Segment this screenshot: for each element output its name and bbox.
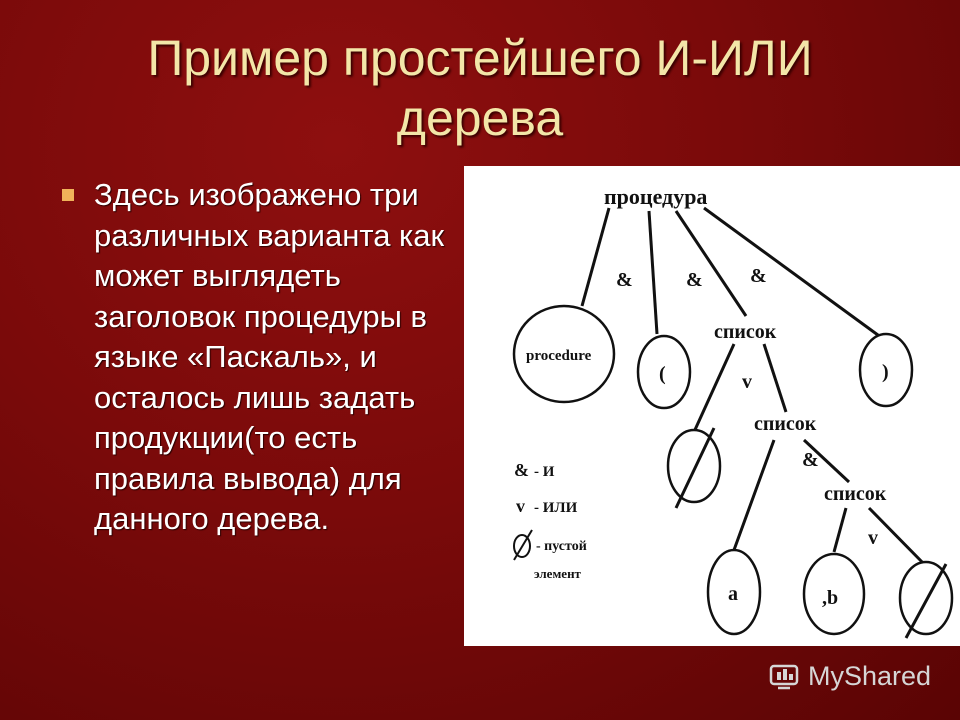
edge-list2-a [732,439,776,551]
edge-root-open [647,210,659,335]
and-label-3: & [750,265,767,287]
edge-list3-b [832,507,848,553]
and-label-2: & [686,269,703,291]
myshared-logo-icon [769,664,799,690]
leaf-open-label: ( [659,363,666,385]
and-or-tree-diagram: процедура список список список procedure… [464,166,960,646]
edge-root-close [703,206,883,340]
leaf-a-label: a [728,583,738,605]
legend-empty-icon [513,534,531,558]
edge-list2-list3 [802,438,851,484]
slide-title: Пример простейшего И-ИЛИ дерева [147,30,813,146]
edge-root-procedure [580,207,611,307]
leaf-procedure-node [512,304,616,404]
empty-slash-2 [904,563,948,639]
node-list2-label: список [754,413,817,435]
bullet-list: Здесь изображено три различных варианта … [58,175,458,540]
or-label-1: v [742,371,752,393]
legend: & - И v - ИЛИ - пустой элемент [513,460,587,581]
leaf-close-paren-node [858,332,914,408]
leaf-b-label: ,b [822,587,838,609]
edge-list3-empty [867,506,928,568]
legend-and-text: - И [534,464,555,480]
edge-list1-list2 [762,343,788,413]
leaf-procedure-label: procedure [526,348,592,364]
legend-or-text: - ИЛИ [534,500,578,516]
and-label-4: & [802,449,819,471]
watermark-text: MyShared [808,661,932,691]
leaf-a-node [706,548,762,636]
legend-empty-text-2: элемент [534,566,582,581]
bullet-square-icon [62,189,74,201]
edge-root-list1 [674,210,748,317]
edge-list1-empty [692,343,736,433]
legend-empty-slash [513,529,533,561]
and-label-1: & [616,269,633,291]
leaf-empty-node-1 [666,428,722,504]
node-list3-label: список [824,483,887,505]
leaf-b-node [802,552,866,636]
leaf-close-label: ) [882,361,889,383]
empty-slash-1 [674,427,716,509]
node-list1-label: список [714,321,777,343]
tree-svg: процедура список список список procedure… [512,184,954,639]
leaf-open-paren-node [636,334,692,410]
myshared-watermark[interactable]: MyShared [768,656,931,696]
legend-and-symbol: & [514,460,529,480]
node-root-label: процедура [604,184,707,209]
legend-empty-text: - пустой [536,539,587,554]
bullet-text: Здесь изображено три различных варианта … [94,177,445,536]
or-label-2: v [868,527,878,549]
legend-or-symbol: v [516,496,525,516]
